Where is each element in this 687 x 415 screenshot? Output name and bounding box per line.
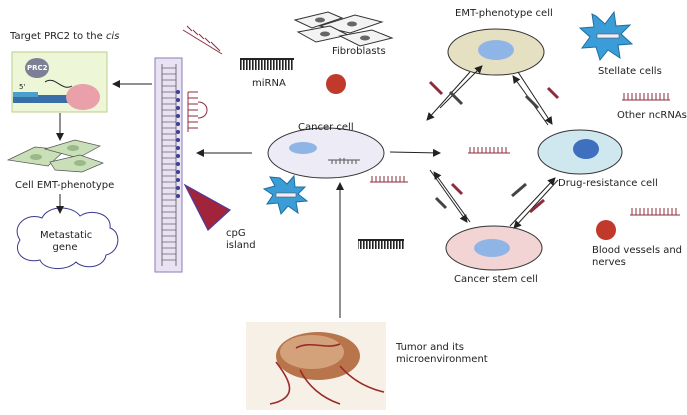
stellate-cells-label: Stellate cells: [598, 66, 662, 77]
tumor-label: Tumor and its microenvironment: [396, 342, 488, 365]
mirna-comb-lower: [358, 239, 404, 249]
ncrna-comb-middle: [468, 147, 510, 154]
cancer-cell: [267, 127, 385, 179]
arrow-stem-drug: [509, 177, 559, 229]
cancer-cell-label: Cancer cell: [298, 122, 354, 133]
ncrna-comb-other: [622, 93, 670, 101]
cancer-cell-nucleus: [289, 142, 317, 154]
target-prc2-label: Target PRC2 to the cis: [10, 31, 119, 43]
emt-cells-cluster: [6, 139, 104, 173]
ncrna-comb-left: [370, 176, 408, 183]
mirna-comb: [240, 58, 294, 70]
arrow-cancer-to-right: [389, 148, 441, 157]
arrow-emt-cancer: [426, 65, 483, 121]
cancer-stem-cell-label: Cancer stem cell: [454, 274, 538, 285]
arrow-emt-drug: [512, 71, 553, 126]
arrow-side-symbols: [428, 80, 560, 214]
tumor-blob: [269, 332, 385, 405]
ncrna-comb-right: [630, 208, 680, 216]
target-prc2-text: Target PRC2 to the: [10, 31, 103, 42]
fibroblasts-cluster: [293, 11, 394, 47]
red-dot-top: [326, 74, 346, 94]
emt-phenotype-cell-label: EMT-phenotype cell: [455, 8, 553, 19]
mirna-label: miRNA: [252, 78, 286, 89]
emt-cell-nucleus: [478, 40, 514, 60]
other-ncrnas-label: Other ncRNAs: [617, 110, 687, 121]
stem-cell-nucleus: [474, 239, 510, 257]
cpg-island-wedge: [183, 183, 232, 231]
cpg-island-label: cpG island: [226, 228, 256, 251]
prc2-badge: PRC2: [27, 64, 48, 72]
red-dot-blood-vessels: [596, 220, 616, 240]
five-prime-label: 5': [19, 83, 26, 91]
dna-ladder-strip: [154, 57, 183, 273]
target-prc2-italic: cis: [105, 31, 120, 42]
ncrna-fragment-top-left: [182, 25, 223, 55]
drug-resistance-cell-label: Drug-resistance cell: [558, 178, 658, 189]
fibroblasts-label: Fibroblasts: [332, 46, 386, 57]
metastatic-gene-cloud: [16, 207, 119, 269]
cancer-cell-ncrna: [328, 158, 360, 164]
blood-vessels-label: Blood vessels and nerves: [592, 245, 683, 268]
prc2-panel: [11, 51, 108, 113]
drug-cell-nucleus: [573, 139, 599, 159]
arrow-cancer-stem: [429, 169, 471, 223]
cell-emt-phenotype-label: Cell EMT-phenotype: [15, 180, 115, 191]
ncrna-hairpin-strip: [187, 91, 208, 132]
metastatic-gene-label: Metastatic gene: [40, 230, 93, 253]
